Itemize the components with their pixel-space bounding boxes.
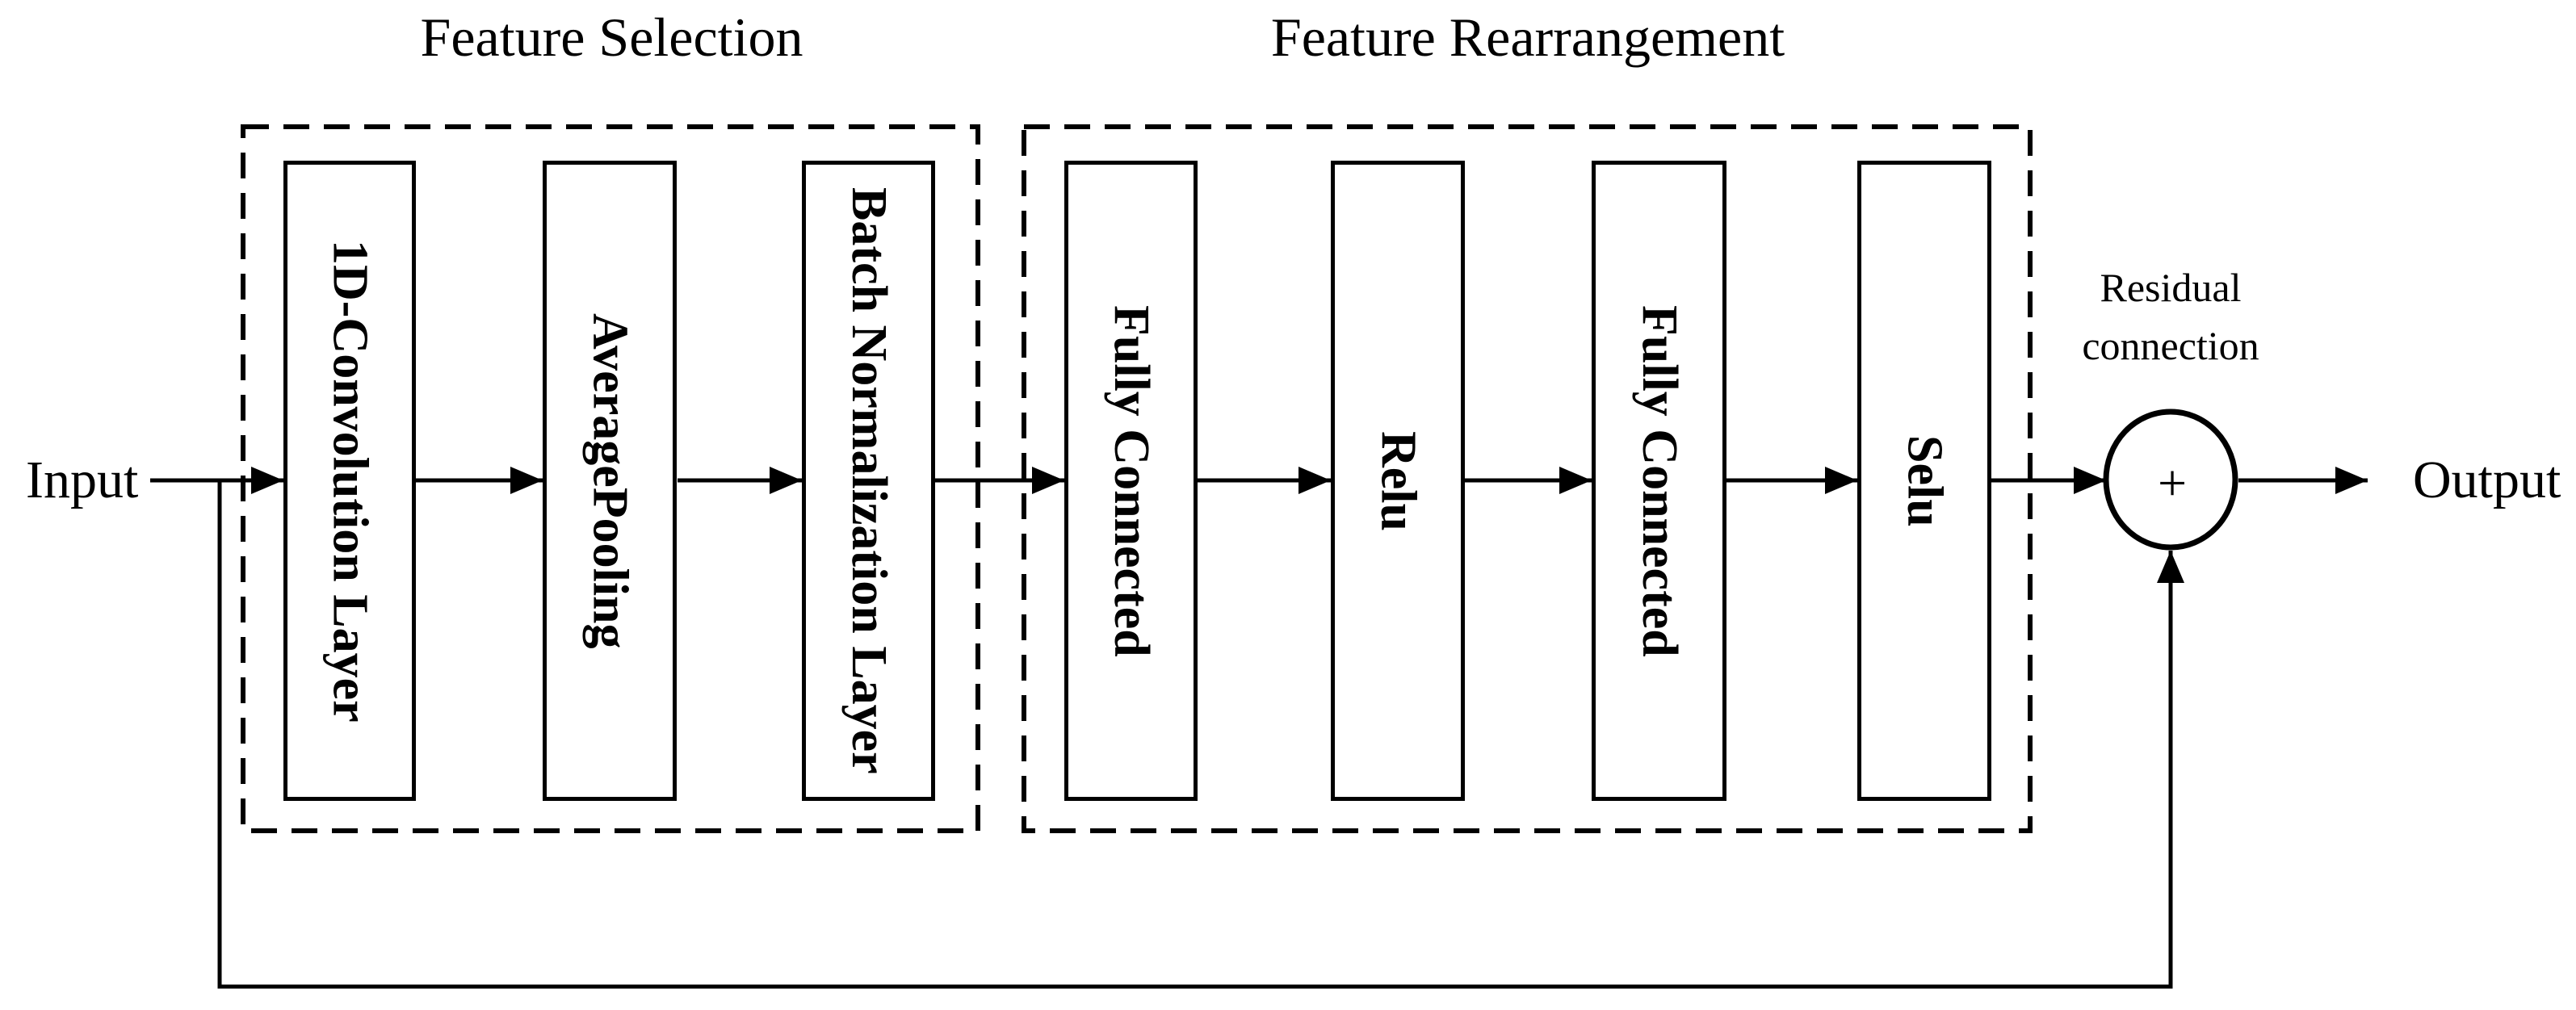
- feature-rearrangement-title: Feature Rearrangement: [1270, 6, 1785, 68]
- residual-connection-label-line1: Residual: [2100, 265, 2242, 310]
- box-average-pooling: AveragePooling: [543, 161, 677, 801]
- box-selu-label: Selu: [1897, 434, 1953, 527]
- plus-icon: +: [2158, 455, 2187, 512]
- box-relu: Relu: [1331, 161, 1465, 801]
- box-batch-normalization-layer-label: Batch Normalization Layer: [841, 187, 896, 774]
- sum-node-circle: [2103, 409, 2238, 551]
- box-average-pooling-label: AveragePooling: [582, 312, 638, 649]
- feature-selection-title: Feature Selection: [420, 6, 803, 68]
- box-selu: Selu: [1857, 161, 1991, 801]
- residual-connection-label: Residual connection: [1985, 258, 2356, 375]
- box-fully-connected-1-label: Fully Connected: [1104, 304, 1159, 657]
- output-label: Output: [2413, 451, 2561, 509]
- box-fully-connected-1: Fully Connected: [1064, 161, 1198, 801]
- box-batch-normalization-layer: Batch Normalization Layer: [802, 161, 935, 801]
- box-1d-convolution-layer: 1D-Convolution Layer: [283, 161, 416, 801]
- input-label: Input: [26, 451, 139, 509]
- box-1d-convolution-layer-label: 1D-Convolution Layer: [322, 239, 378, 723]
- box-relu-label: Relu: [1370, 430, 1426, 531]
- box-fully-connected-2-label: Fully Connected: [1632, 304, 1687, 657]
- box-fully-connected-2: Fully Connected: [1592, 161, 1726, 801]
- residual-skip-connection-line: [217, 480, 2184, 989]
- residual-connection-label-line2: connection: [2082, 323, 2259, 368]
